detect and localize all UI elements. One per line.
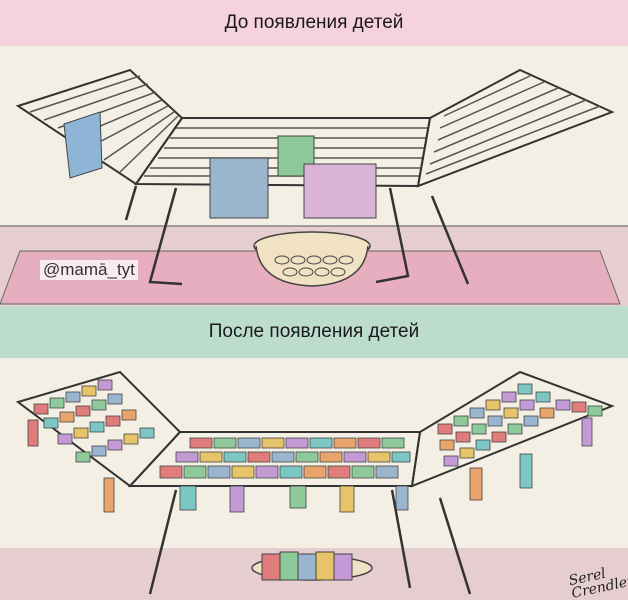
panel-title-before-text: До появления детей xyxy=(224,12,404,33)
panel-title-before: До появления детей xyxy=(0,0,628,46)
drying-rack-full-illustration xyxy=(0,358,628,600)
scene-after: Serel Crendler xyxy=(0,358,628,602)
scene-before: @mamā_tyt xyxy=(0,46,628,306)
panel-title-after: После появления детей xyxy=(0,306,628,358)
watermark: @mamā_tyt xyxy=(40,260,138,280)
panel-title-after-text: После появления детей xyxy=(208,321,420,342)
